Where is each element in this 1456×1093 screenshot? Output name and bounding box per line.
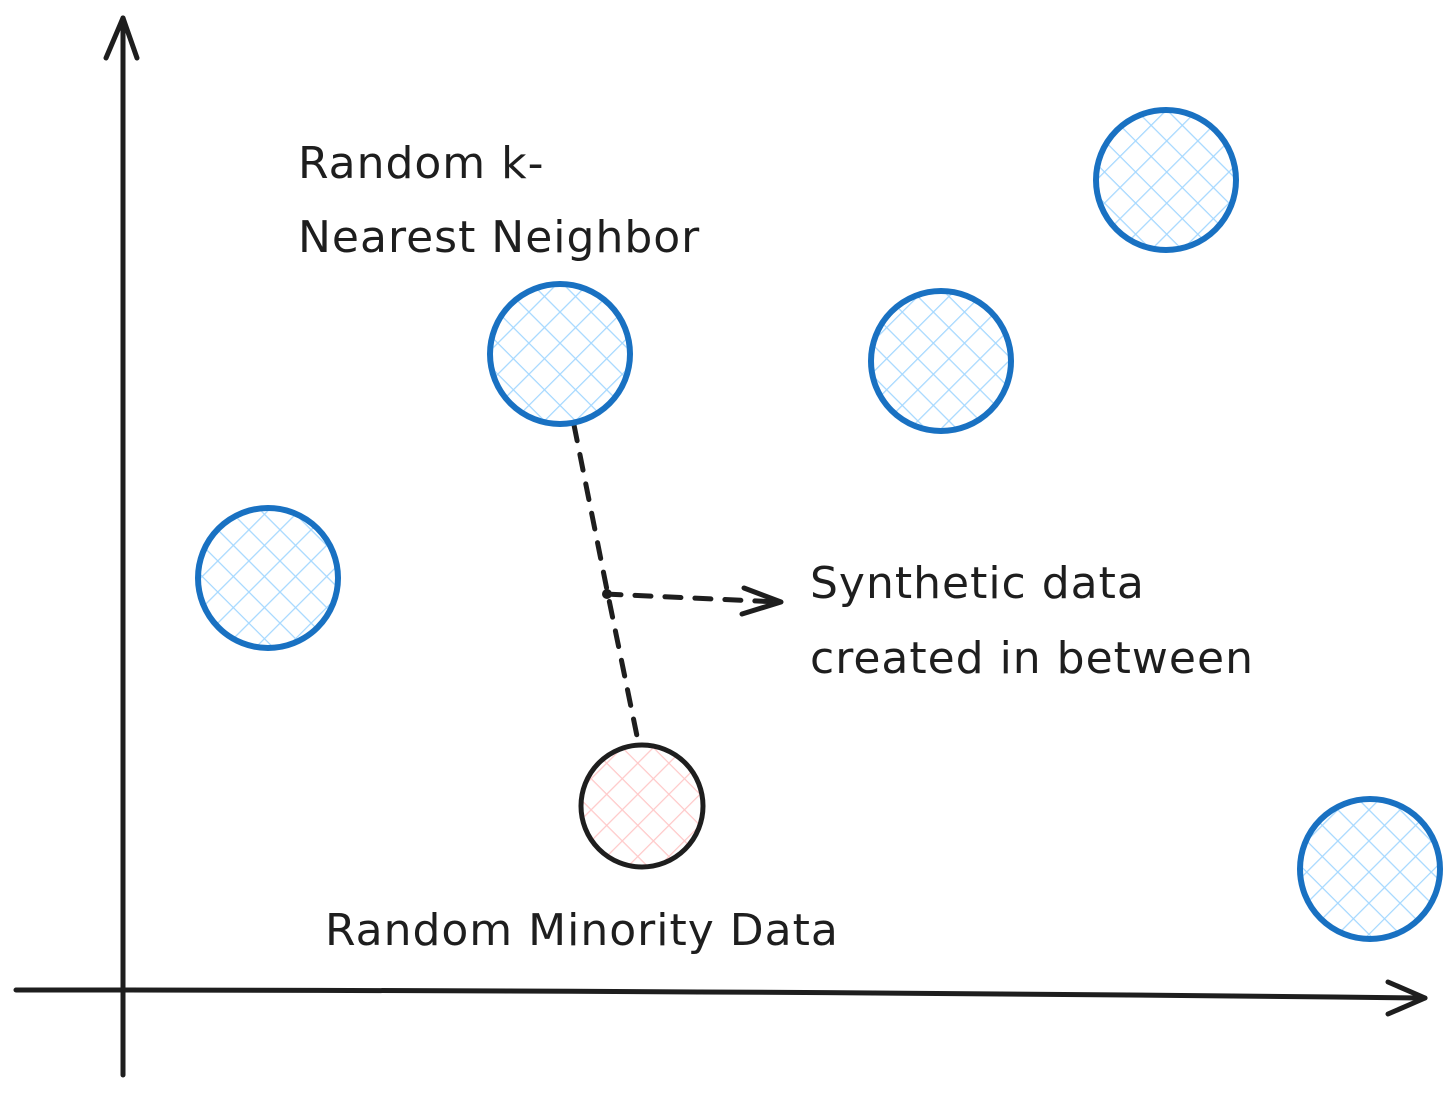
synthetic-arrow bbox=[602, 585, 784, 617]
neighbor-label-line1: Random k- bbox=[298, 138, 545, 189]
majority-point-bottom-right bbox=[1297, 796, 1443, 942]
minority-point bbox=[578, 742, 706, 870]
majority-point-top-right bbox=[1093, 107, 1239, 253]
majority-point-left bbox=[195, 505, 341, 651]
synthetic-point-marker bbox=[602, 589, 612, 599]
majority-point-neighbor bbox=[487, 281, 633, 427]
minority-label: Random Minority Data bbox=[325, 905, 839, 956]
synthetic-label-line2: created in between bbox=[810, 633, 1254, 684]
neighbor-label-line2: Nearest Neighbor bbox=[298, 212, 700, 263]
x-axis bbox=[13, 979, 1428, 1017]
synthetic-label-line1: Synthetic data bbox=[810, 558, 1145, 609]
interpolation-line bbox=[571, 422, 640, 739]
majority-point-center bbox=[868, 288, 1014, 434]
y-axis bbox=[103, 15, 140, 1078]
